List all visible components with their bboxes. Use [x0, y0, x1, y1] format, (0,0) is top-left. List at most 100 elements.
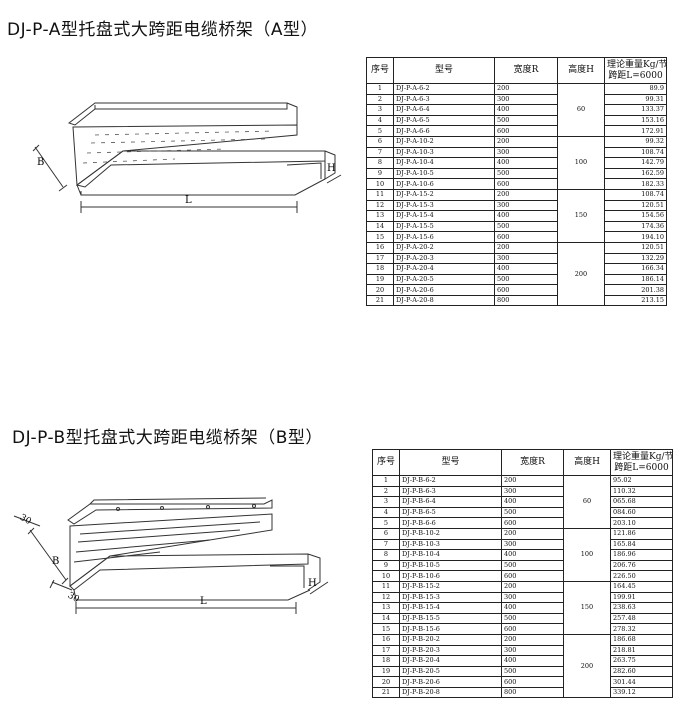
model-cell: DJ-P-A-6-6: [393, 125, 495, 137]
weight-cell: 121.86: [610, 527, 673, 540]
width-cell: 200: [494, 135, 558, 148]
row-number-cell: 20: [366, 284, 394, 296]
weight-cell: 238.63: [610, 602, 673, 614]
weight-cell: 263.75: [610, 655, 673, 667]
model-cell: DJ-P-B-10-6: [399, 570, 502, 582]
width-cell: 200: [501, 580, 564, 593]
model-cell: DJ-P-A-10-3: [393, 146, 495, 159]
weight-cell: 174.36: [604, 220, 667, 233]
width-cell: 200: [494, 188, 558, 201]
table-header-row: 序号 型号 宽度R 高度H 理论重量Kg/节 跨距L=6000: [366, 57, 667, 84]
row-number-cell: 4: [372, 506, 400, 519]
weight-cell: 257.48: [610, 612, 673, 625]
model-cell: DJ-P-A-6-2: [393, 83, 495, 95]
width-cell: 500: [501, 612, 564, 625]
height-cell: 200: [563, 633, 611, 699]
weight-cell: 199.91: [610, 591, 673, 604]
model-cell: DJ-P-B-20-2: [399, 633, 502, 646]
model-cell: DJ-P-B-6-3: [399, 485, 502, 498]
header-no: 序号: [366, 57, 394, 84]
weight-cell: 301.44: [610, 676, 673, 688]
weight-cell: 110.32: [610, 485, 673, 498]
model-cell: DJ-P-B-15-6: [399, 623, 502, 635]
weight-cell: 201.38: [604, 284, 667, 296]
row-number-cell: 11: [366, 188, 394, 201]
row-number-cell: 4: [366, 114, 394, 127]
width-cell: 300: [494, 199, 558, 212]
weight-cell: 153.16: [604, 114, 667, 127]
row-number-cell: 10: [366, 178, 394, 190]
row-number-cell: 21: [366, 294, 394, 307]
row-number-cell: 8: [372, 549, 400, 561]
weight-cell: 142.79: [604, 157, 667, 169]
model-cell: DJ-P-B-6-2: [399, 475, 502, 487]
model-cell: DJ-P-A-20-8: [393, 294, 495, 307]
row-number-cell: 14: [366, 220, 394, 233]
model-cell: DJ-P-B-10-5: [399, 559, 502, 572]
row-number-cell: 18: [366, 263, 394, 275]
weight-cell: 166.34: [604, 263, 667, 275]
row-number-cell: 9: [366, 167, 394, 180]
weight-cell: 164.45: [610, 580, 673, 593]
header-width: 宽度R: [494, 57, 558, 84]
weight-cell: 278.32: [610, 623, 673, 635]
weight-cell: 172.91: [604, 125, 667, 137]
model-cell: DJ-P-A-20-4: [393, 263, 495, 275]
weight-cell: 120.51: [604, 199, 667, 212]
row-number-cell: 11: [372, 580, 400, 593]
row-number-cell: 2: [372, 485, 400, 498]
header-width: 宽度R: [501, 449, 564, 476]
model-cell: DJ-P-A-20-2: [393, 241, 495, 254]
weight-cell: 213.15: [604, 294, 667, 307]
model-cell: DJ-P-B-15-4: [399, 602, 502, 614]
width-cell: 600: [494, 231, 558, 243]
model-cell: DJ-P-B-10-3: [399, 538, 502, 551]
weight-cell: 339.12: [610, 686, 673, 699]
height-cell: 60: [563, 475, 611, 529]
width-cell: 200: [501, 475, 564, 487]
width-cell: 600: [494, 178, 558, 190]
model-cell: DJ-P-A-20-6: [393, 284, 495, 296]
weight-cell: 226.50: [610, 570, 673, 582]
row-number-cell: 3: [372, 496, 400, 508]
width-cell: 400: [501, 655, 564, 667]
row-number-cell: 14: [372, 612, 400, 625]
width-cell: 400: [501, 602, 564, 614]
model-cell: DJ-P-A-15-3: [393, 199, 495, 212]
row-number-cell: 17: [366, 252, 394, 265]
width-cell: 300: [494, 146, 558, 159]
model-cell: DJ-P-B-15-5: [399, 612, 502, 625]
model-cell: DJ-P-B-10-2: [399, 527, 502, 540]
row-number-cell: 5: [366, 125, 394, 137]
row-number-cell: 3: [366, 104, 394, 116]
model-cell: DJ-P-B-15-3: [399, 591, 502, 604]
weight-cell: 084.60: [610, 506, 673, 519]
height-cell: 100: [557, 135, 605, 190]
dim-b-label: B: [37, 157, 44, 168]
dim-30-top-label: 30: [18, 513, 33, 528]
row-number-cell: 12: [366, 199, 394, 212]
header-weight: 理论重量Kg/节 跨距L=6000: [610, 449, 673, 476]
row-number-cell: 13: [372, 602, 400, 614]
weight-cell: 194.10: [604, 231, 667, 243]
tray-b-diagram: 30 B 30 L H: [13, 497, 329, 614]
